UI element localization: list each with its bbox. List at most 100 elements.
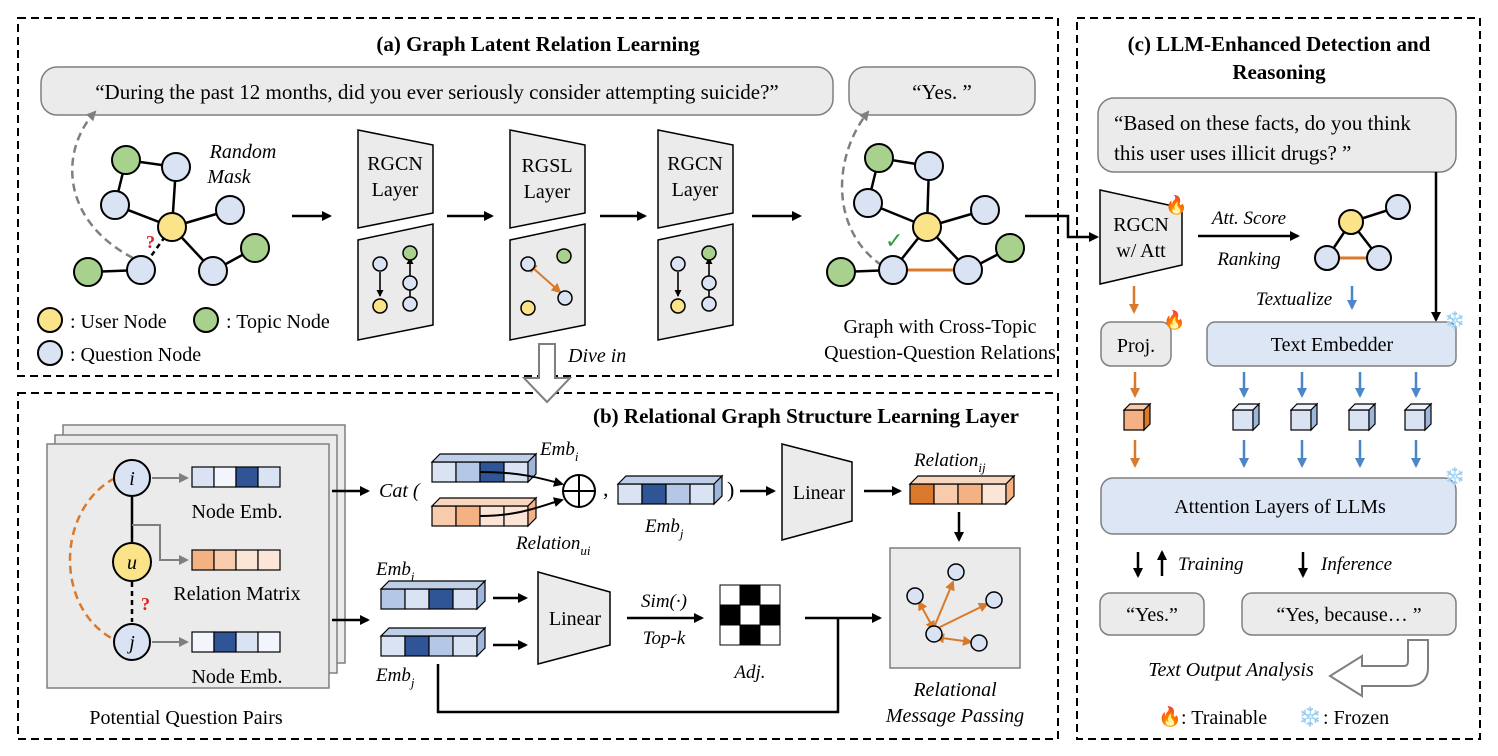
legend-question-node xyxy=(37,340,63,366)
node-j xyxy=(113,623,151,661)
panel-c-title-2: Reasoning xyxy=(1232,60,1326,84)
training-label: Training xyxy=(1178,554,1243,575)
legend-snow-icon: ❄️ xyxy=(1298,705,1322,728)
layer-1-card-graph xyxy=(372,245,418,314)
snow-icon-embedder: ❄️ xyxy=(1444,310,1465,331)
ranked-subgraph xyxy=(1314,194,1411,271)
emb-i-vector-2 xyxy=(379,579,487,611)
legend-user-node xyxy=(37,307,63,333)
fire-icon-rgcn: 🔥 xyxy=(1165,194,1187,216)
output-infer-text: “Yes, because… ” xyxy=(1276,604,1421,626)
node-i xyxy=(113,459,151,497)
fire-icon-proj: 🔥 xyxy=(1163,309,1185,331)
layer-3-name: RGCN xyxy=(667,153,723,175)
linear-1-label: Linear xyxy=(793,482,846,504)
question-text: “During the past 12 months, did you ever… xyxy=(95,80,779,104)
arrow-to-oplus-1 xyxy=(479,471,564,487)
emb-i-label-2: Embi xyxy=(375,559,415,584)
node-emb-bar-1 xyxy=(191,466,281,488)
dive-in-label: Dive in xyxy=(567,345,626,367)
proj-token-cube xyxy=(1122,402,1152,432)
layer-2-card-graph xyxy=(520,248,573,316)
output-train-box xyxy=(1099,592,1205,636)
rgcn-att-line-1: RGCN xyxy=(1113,214,1169,236)
layer-3-card xyxy=(657,223,734,341)
random-mask-2: Mask xyxy=(206,166,251,188)
att-score-label: Att. Score xyxy=(1210,208,1286,229)
oplus-icon xyxy=(562,474,596,508)
node-u xyxy=(112,542,152,582)
answer-bubble xyxy=(848,66,1036,116)
layer-1-word: Layer xyxy=(372,179,419,201)
input-graph xyxy=(70,110,270,287)
panel-c-title-1: (c) LLM-Enhanced Detection and xyxy=(1128,32,1431,56)
attention-layers-label: Attention Layers of LLMs xyxy=(1174,496,1386,518)
panel-b-title: (b) Relational Graph Structure Learning … xyxy=(593,404,1019,428)
adj-label: Adj. xyxy=(732,662,765,683)
answer-text: “Yes. ” xyxy=(912,80,972,104)
text-embedder-label: Text Embedder xyxy=(1271,334,1394,356)
text-embedder-box xyxy=(1206,321,1457,367)
node-emb-label-1: Node Emb. xyxy=(191,501,282,523)
output-infer-box xyxy=(1241,592,1457,636)
layer-2-name: RGSL xyxy=(521,155,572,177)
layer-1-card xyxy=(357,223,434,341)
linear-2-label: Linear xyxy=(549,608,602,630)
emb-j-vector-3d xyxy=(616,474,724,506)
graph-caption-1: Graph with Cross-Topic xyxy=(843,316,1036,338)
textualize-label: Textualize xyxy=(1256,289,1332,310)
linear-2-trapezoid xyxy=(537,571,611,665)
layer-2-word: Layer xyxy=(524,181,571,203)
question-bubble xyxy=(40,66,834,116)
arrow-to-oplus-2 xyxy=(479,497,564,517)
pair-dashed-link xyxy=(68,476,116,642)
check-mark: ✓ xyxy=(885,229,903,254)
pairs-card-front xyxy=(46,443,330,689)
node-emb-label-2: Node Emb. xyxy=(191,666,282,688)
inference-label: Inference xyxy=(1320,554,1392,575)
text-token-cubes xyxy=(1231,372,1433,468)
relation-matrix-label: Relation Matrix xyxy=(173,583,300,605)
potential-pairs-label: Potential Question Pairs xyxy=(89,707,283,729)
emb-i-label: Embi xyxy=(539,439,579,464)
prompt-bubble xyxy=(1097,97,1457,173)
proj-label: Proj. xyxy=(1117,335,1155,357)
emb-i-vector-3d xyxy=(430,452,538,484)
prompt-line-2: this user uses illicit drugs? ” xyxy=(1114,141,1351,165)
relation-matrix-bar xyxy=(191,549,281,571)
mp-label-2: Message Passing xyxy=(885,705,1024,727)
legend-frozen: : Frozen xyxy=(1323,707,1389,729)
connector-a-to-c xyxy=(1025,214,1099,242)
arrow-u-rel xyxy=(132,524,189,565)
legend-user-label: : User Node xyxy=(70,311,167,333)
node-i-label: i xyxy=(129,468,135,490)
cat-label: Cat ( xyxy=(379,480,421,502)
dive-in-arrow xyxy=(521,343,573,404)
rgcn-att-line-2: w/ Att xyxy=(1116,240,1166,262)
question-mark-b: ? xyxy=(141,594,150,614)
close-paren: ) xyxy=(727,477,734,502)
relation-ui-vector-3d xyxy=(430,496,538,528)
message-passing-graph xyxy=(906,563,1003,652)
attention-layers-box xyxy=(1100,477,1457,535)
legend-trainable: : Trainable xyxy=(1181,707,1267,729)
layer-1-name: RGCN xyxy=(367,153,423,175)
sim-label: Sim(·) xyxy=(641,591,687,612)
legend-topic-label: : Topic Node xyxy=(226,311,330,333)
legend-topic-node xyxy=(193,307,219,333)
random-mask-1: Random xyxy=(209,141,277,163)
question-mark-a: ? xyxy=(146,232,155,252)
panel-c-border xyxy=(1076,17,1481,740)
mp-label-1: Relational xyxy=(912,679,997,701)
comma: , xyxy=(603,476,609,501)
topk-label: Top-k xyxy=(643,628,686,649)
graph-caption-2: Question-Question Relations xyxy=(824,342,1056,364)
output-analysis-label: Text Output Analysis xyxy=(1148,659,1314,681)
layer-3-word: Layer xyxy=(672,179,719,201)
legend-fire-icon: 🔥 xyxy=(1158,705,1182,728)
skip-connection xyxy=(436,618,840,714)
layer-3-card-graph xyxy=(670,245,717,314)
output-analysis-arrow xyxy=(1328,639,1429,698)
node-emb-bar-2 xyxy=(191,631,281,653)
layer-2-trapezoid xyxy=(509,129,586,229)
